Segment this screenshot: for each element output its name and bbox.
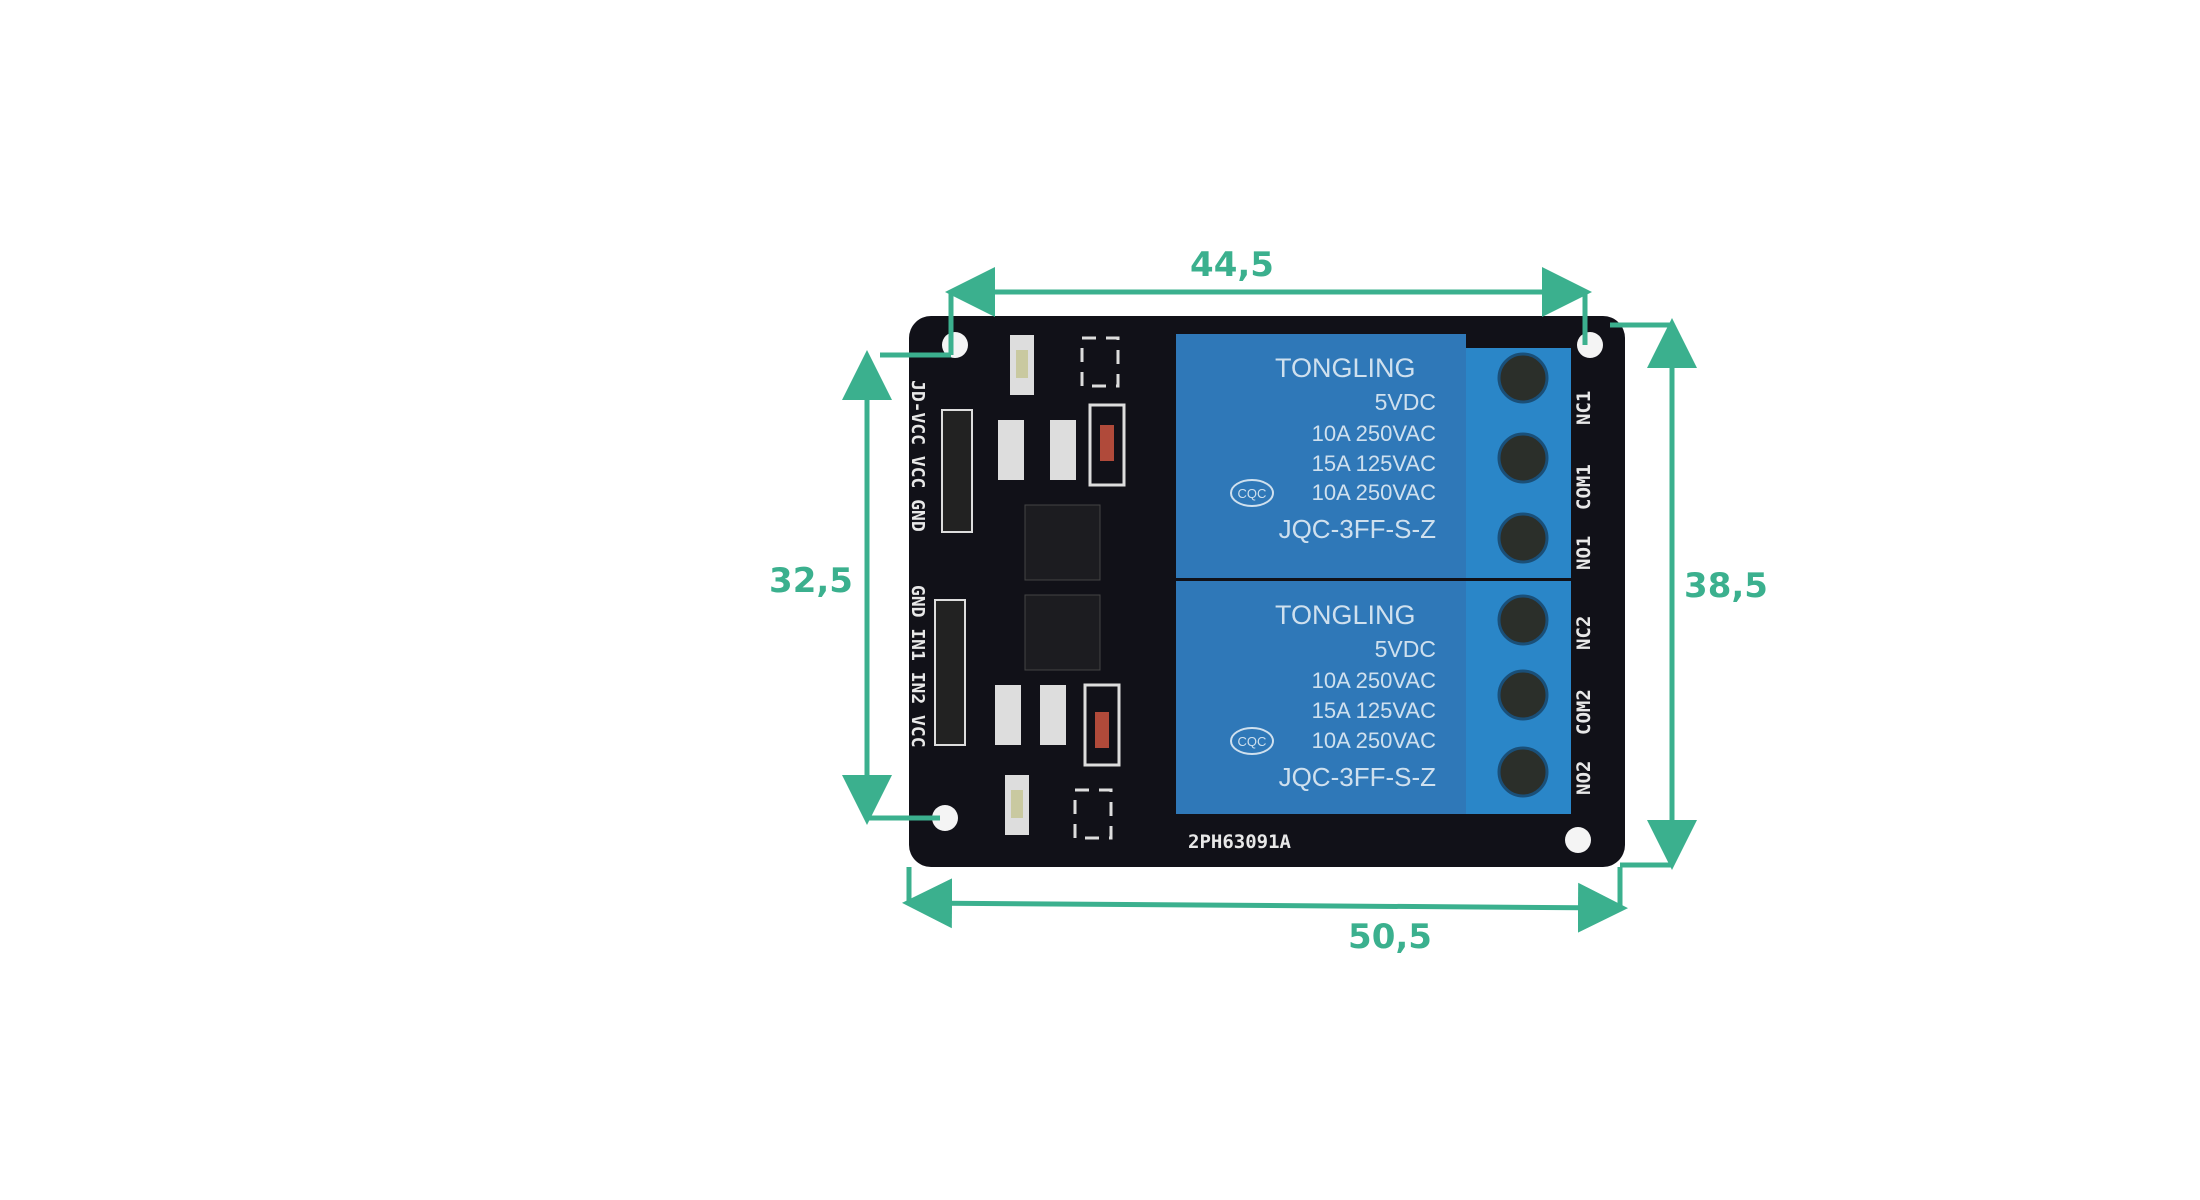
svg-text:TONGLING: TONGLING [1275,600,1416,630]
relay-1: TONGLING 5VDC 10A 250VAC 15A 125VAC CQC … [1176,334,1466,578]
dimension-label-top: 44,5 [1190,245,1274,285]
input-header-label: GND IN1 IN2 VCC [907,585,928,748]
svg-text:TONGLING: TONGLING [1275,353,1416,383]
svg-text:15A 125VAC: 15A 125VAC [1312,698,1436,723]
dimension-label-right: 38,5 [1684,566,1768,606]
svg-text:10A 250VAC: 10A 250VAC [1312,668,1436,693]
cert-mark-2: CQC [1238,734,1267,749]
svg-text:10A 250VAC: 10A 250VAC [1312,480,1436,505]
dimension-label-bottom: 50,5 [1348,917,1432,957]
svg-text:NO1: NO1 [1573,536,1595,570]
svg-text:JQC-3FF-S-Z: JQC-3FF-S-Z [1279,762,1437,792]
cert-mark-1: CQC [1238,486,1267,501]
terminal-labels: NC1 COM1 NO1 NC2 COM2 NO2 [1573,391,1595,795]
relay-2: TONGLING 5VDC 10A 250VAC 15A 125VAC CQC … [1176,581,1466,814]
smd-components [995,335,1126,840]
cqc-logo-2 [1230,727,1274,755]
dimension-label-left: 32,5 [769,561,853,601]
board-code: 2PH63091A [1188,831,1292,853]
svg-text:NC1: NC1 [1573,391,1595,425]
svg-text:10A 250VAC: 10A 250VAC [1312,421,1436,446]
terminal-blocks [1466,348,1571,814]
svg-text:JQC-3FF-S-Z: JQC-3FF-S-Z [1279,514,1437,544]
svg-text:COM2: COM2 [1573,689,1595,735]
svg-text:5VDC: 5VDC [1375,389,1436,415]
power-header [941,409,973,533]
cqc-logo-1 [1230,479,1274,507]
svg-text:NO2: NO2 [1573,761,1595,795]
svg-text:15A 125VAC: 15A 125VAC [1312,451,1436,476]
svg-text:COM1: COM1 [1573,464,1595,510]
svg-text:NC2: NC2 [1573,616,1595,650]
dimension-lines [842,267,1697,933]
input-header [934,599,966,746]
power-header-label: JD-VCC VCC GND [907,380,928,532]
svg-text:5VDC: 5VDC [1375,636,1436,662]
svg-text:10A 250VAC: 10A 250VAC [1312,728,1436,753]
